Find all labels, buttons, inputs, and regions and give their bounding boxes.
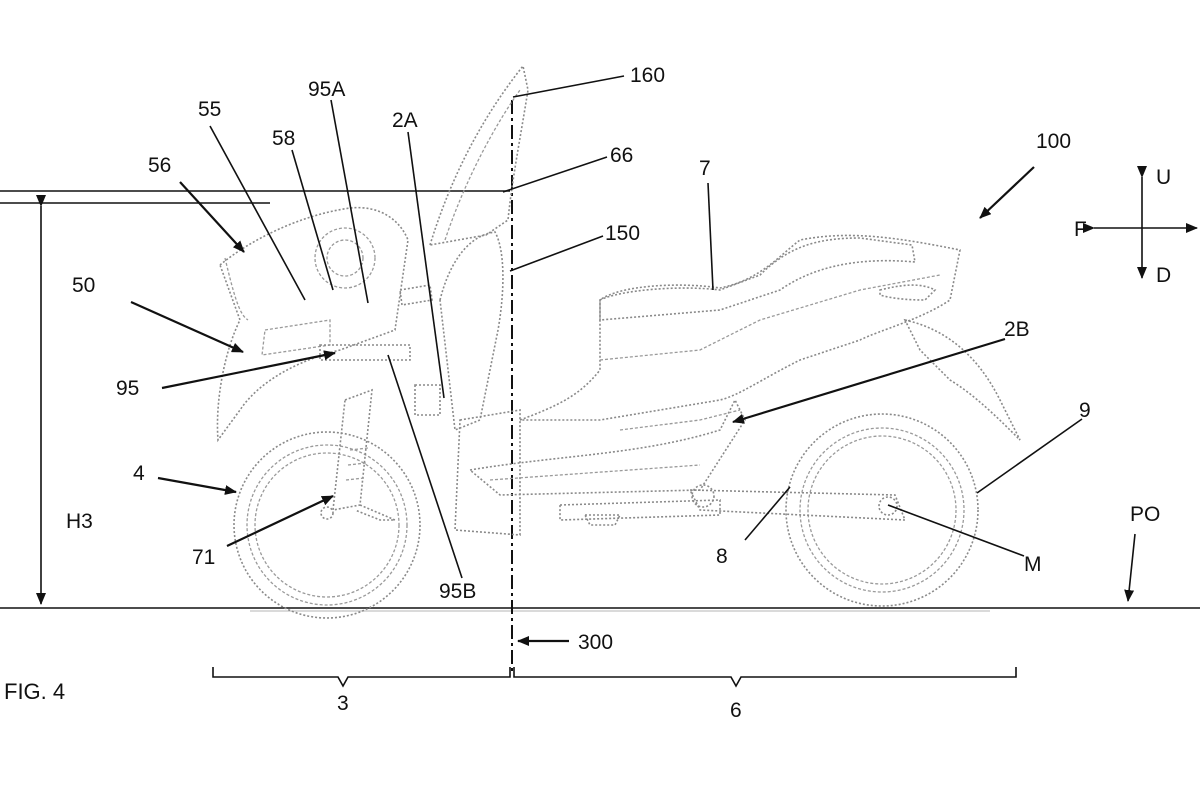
label-95A: 95A — [308, 78, 345, 101]
height-reference-lines — [0, 191, 510, 604]
label-4: 4 — [133, 462, 145, 485]
direction-axes — [1094, 177, 1197, 278]
bracket-rear-portion — [514, 667, 1016, 686]
direction-up-label: U — [1156, 166, 1171, 189]
label-300: 300 — [578, 631, 613, 654]
direction-labels: U D F — [1074, 166, 1171, 287]
label-2B: 2B — [1004, 318, 1030, 341]
label-66: 66 — [610, 144, 633, 167]
label-58: 58 — [272, 127, 295, 150]
label-150: 150 — [605, 222, 640, 245]
label-160: 160 — [630, 64, 665, 87]
label-8: 8 — [716, 545, 728, 568]
label-55: 55 — [198, 98, 221, 121]
label-6: 6 — [730, 699, 742, 722]
figure-title: FIG. 4 — [4, 679, 65, 704]
direction-front-label: F — [1074, 218, 1087, 241]
label-95B: 95B — [439, 580, 476, 603]
label-9: 9 — [1079, 399, 1091, 422]
label-PO: PO — [1130, 503, 1160, 526]
label-2A: 2A — [392, 109, 418, 132]
ground-plane — [0, 608, 1200, 611]
label-95: 95 — [116, 377, 139, 400]
label-100: 100 — [1036, 130, 1071, 153]
label-3: 3 — [337, 692, 349, 715]
label-H3: H3 — [66, 510, 93, 533]
label-M: M — [1024, 553, 1042, 576]
rear-wheel — [786, 414, 978, 606]
front-wheel — [234, 432, 420, 618]
bracket-front-portion — [213, 667, 510, 686]
direction-down-label: D — [1156, 264, 1171, 287]
label-7: 7 — [699, 157, 711, 180]
label-50: 50 — [72, 274, 95, 297]
label-56: 56 — [148, 154, 171, 177]
label-71: 71 — [192, 546, 215, 569]
